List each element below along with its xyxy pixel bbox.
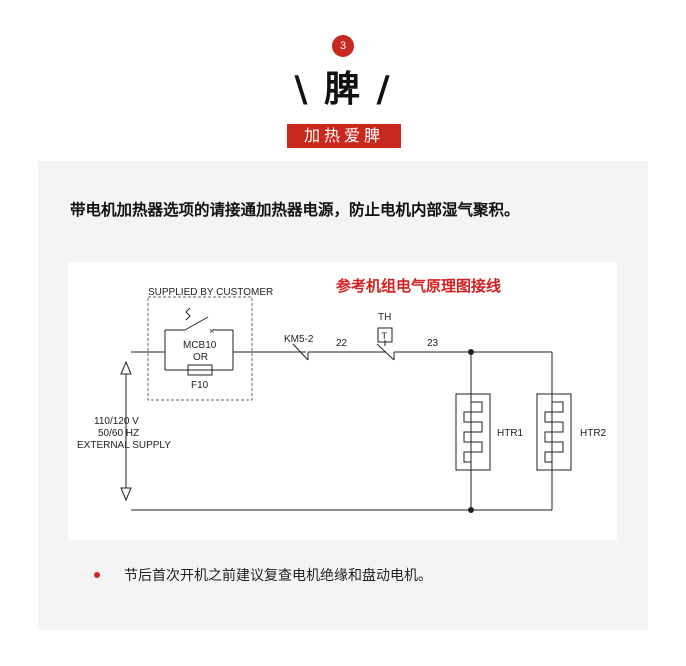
section-number-badge: 3: [332, 35, 354, 57]
intro-text: 带电机加热器选项的请接通加热器电源，防止电机内部湿气聚积。: [70, 201, 520, 219]
thermostat-box: [377, 327, 393, 343]
supply-label: EXTERNAL SUPPLY: [77, 440, 171, 451]
htr2-label: HTR2: [580, 428, 607, 439]
wiring-diagram: 参考机组电气原理图接线 SUPPLIED BY CUSTOMER × MCB10…: [68, 262, 617, 540]
htr2-box: [536, 393, 572, 471]
htr1-box: [455, 393, 491, 471]
thermostat-label: TH: [378, 312, 391, 323]
bullet-dot: [94, 572, 100, 578]
supplied-by-label: SUPPLIED BY CUSTOMER: [148, 287, 273, 298]
diagram-title: 参考机组电气原理图接线: [336, 277, 501, 295]
svg-text:×: ×: [209, 326, 214, 336]
customer-supply-box: [147, 296, 253, 401]
mcb-label: MCB10: [183, 340, 217, 351]
bottom-junction-dot: [468, 507, 474, 513]
supply-frequency: 50/60 HZ: [98, 428, 139, 439]
section-title: \ 脾 /: [294, 69, 392, 110]
wire-23-label: 23: [427, 338, 439, 349]
thermostat-box-label: T: [382, 331, 388, 341]
wiring-diagram-svg: 参考机组电气原理图接线 SUPPLIED BY CUSTOMER × MCB10…: [77, 277, 607, 513]
htr1-label: HTR1: [497, 428, 524, 439]
or-label: OR: [193, 352, 208, 363]
supply-voltage: 110/120 V: [94, 416, 139, 427]
wire-22-label: 22: [336, 338, 348, 349]
km-label: KM5-2: [284, 334, 314, 345]
fuse-label: F10: [191, 380, 209, 391]
bullet-text: 节后首次开机之前建议复查电机绝缘和盘动电机。: [124, 568, 432, 584]
section-subtitle: 加热爱脾: [287, 124, 401, 148]
